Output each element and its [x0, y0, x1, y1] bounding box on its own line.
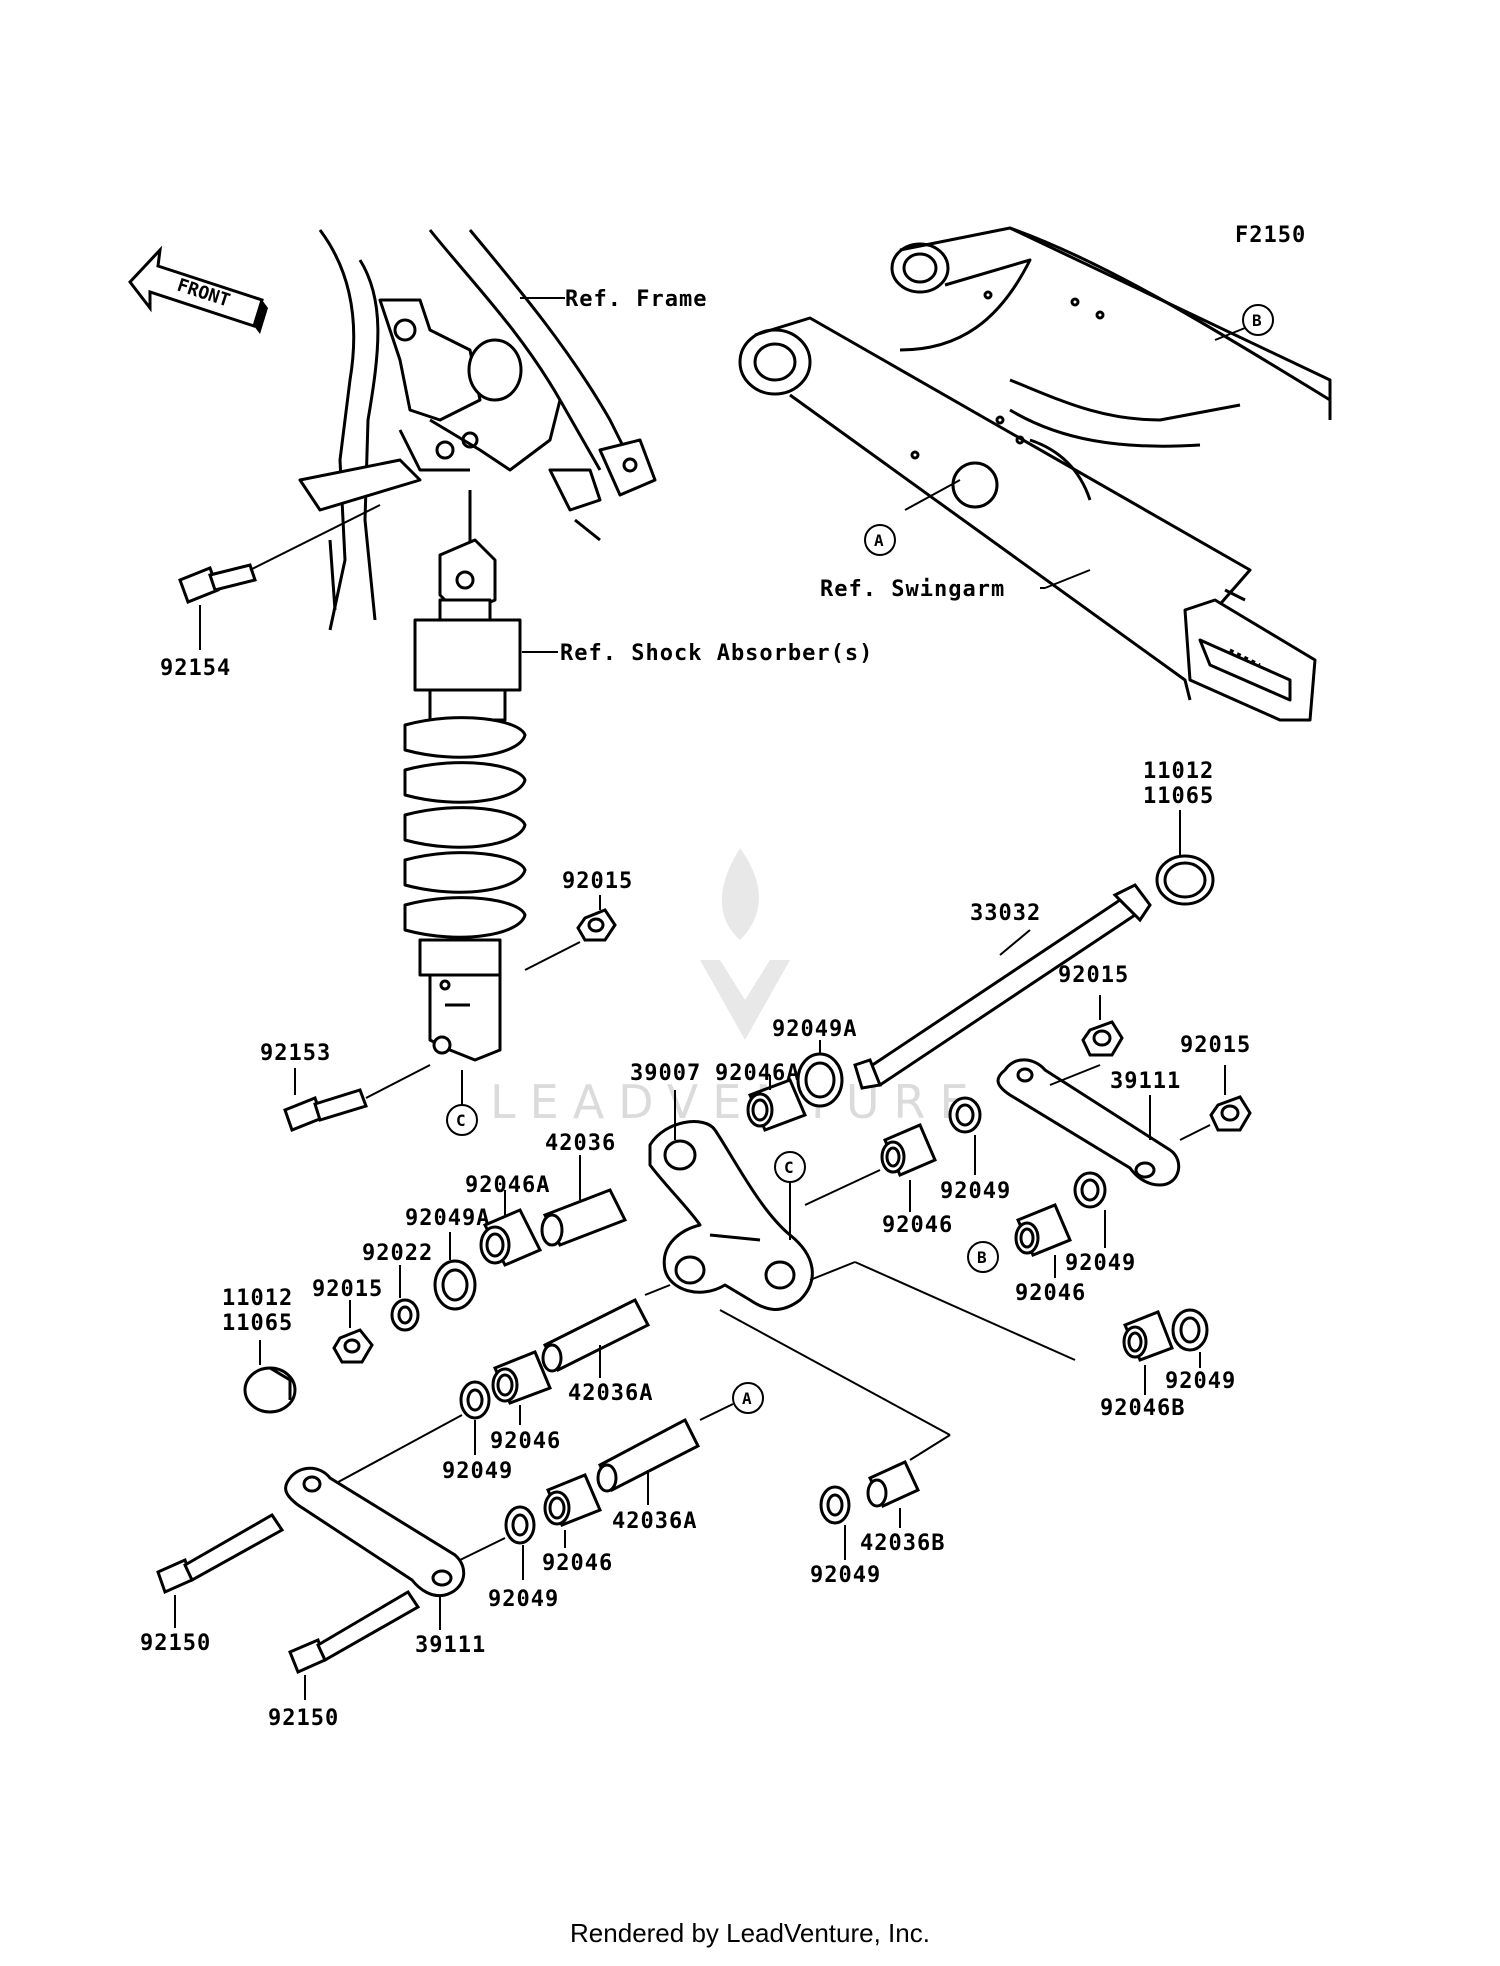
figure-code: F2150: [1235, 223, 1306, 248]
seal-92049A-left-icon: [433, 1259, 477, 1311]
front-arrow-icon: FRONT: [128, 245, 268, 334]
bearing-92046B-icon: [1122, 1310, 1174, 1362]
part-label: 92049: [488, 1587, 559, 1612]
marker-a-label: A: [742, 1389, 752, 1408]
part-label: 92046A: [465, 1173, 550, 1198]
swingarm-drawing: [738, 226, 1332, 722]
marker-a-icon: [864, 524, 896, 556]
bolt-92154-icon: [178, 563, 257, 604]
bearing-92046-low-icon: [543, 1473, 602, 1527]
ref-swingarm-label: Ref. Swingarm: [820, 577, 1005, 602]
marker-b-icon: [967, 1241, 999, 1273]
part-label: 33032: [970, 901, 1041, 926]
part-label: 42036: [545, 1131, 616, 1156]
part-label: 11065: [1143, 784, 1214, 809]
part-label: 42036A: [568, 1381, 653, 1406]
ref-frame-label: Ref. Frame: [565, 287, 707, 312]
marker-b-label: B: [1252, 311, 1262, 330]
collar-42036-icon: [540, 1188, 628, 1247]
part-label: 11012: [222, 1286, 293, 1311]
nut-92015-icon: [576, 908, 617, 942]
part-label: 39007: [630, 1061, 701, 1086]
part-label: 42036A: [612, 1509, 697, 1534]
seal-92049-right-b-icon: [1073, 1171, 1107, 1209]
ref-shock-label: Ref. Shock Absorber(s): [560, 641, 873, 666]
part-label: 92046A: [715, 1061, 800, 1086]
link-39111-right-icon: [996, 1058, 1181, 1187]
part-label: 39111: [415, 1633, 486, 1658]
marker-c-label: C: [456, 1111, 466, 1130]
part-label: 92150: [268, 1706, 339, 1731]
nut-92015-right-a-icon: [1081, 1020, 1124, 1057]
bearing-92046-right-b-icon: [1014, 1203, 1072, 1257]
part-label: 92049: [1065, 1251, 1136, 1276]
part-label: 92015: [312, 1277, 383, 1302]
part-label: 92015: [1058, 963, 1129, 988]
part-label: 92049A: [772, 1017, 857, 1042]
part-label: 92049: [442, 1459, 513, 1484]
part-label: 92154: [160, 656, 231, 681]
nut-92015-right-b-icon: [1209, 1095, 1252, 1132]
seal-92049A-top-icon: [796, 1052, 844, 1108]
link-39111-left-icon: [284, 1466, 466, 1598]
seal-92049-low-icon: [504, 1505, 536, 1545]
nut-92015-left-icon: [332, 1328, 374, 1364]
part-label: 92153: [260, 1041, 331, 1066]
marker-a-icon: [732, 1382, 764, 1414]
cap-11012-top-icon: [1155, 854, 1215, 906]
collar-42036B-icon: [866, 1460, 920, 1508]
part-label: 92022: [362, 1241, 433, 1266]
bearing-92046A-left-icon: [479, 1208, 543, 1267]
washer-92022-icon: [390, 1298, 420, 1332]
shaft-33032-icon: [853, 883, 1152, 1090]
collar-42036A-lower-icon: [596, 1417, 701, 1493]
part-label: 92049: [1165, 1369, 1236, 1394]
part-label: 92015: [1180, 1033, 1251, 1058]
bolt-92150-a-icon: [156, 1513, 285, 1595]
part-label: 11012: [1143, 759, 1214, 784]
rocker-arm-39007-icon: [648, 1120, 814, 1311]
part-label: 92046B: [1100, 1396, 1185, 1421]
part-label: 11065: [222, 1311, 293, 1336]
part-label: 92046: [1015, 1281, 1086, 1306]
seal-92049-mid-icon: [459, 1380, 491, 1420]
part-label: 92046: [542, 1551, 613, 1576]
part-label: 92046: [882, 1213, 953, 1238]
bearing-92046A-top-icon: [746, 1078, 807, 1132]
marker-b-label: B: [977, 1248, 987, 1267]
part-label: 92150: [140, 1631, 211, 1656]
marker-b-icon: [1242, 304, 1274, 336]
part-label: 92049A: [405, 1206, 490, 1231]
bolt-92150-b-icon: [288, 1589, 421, 1675]
seal-92049-right-c-icon: [1171, 1308, 1209, 1352]
seal-92049-bottom-icon: [819, 1485, 851, 1525]
bolt-92153-icon: [283, 1088, 368, 1132]
watermark: LEADVENTURE: [490, 848, 983, 1129]
part-label: 92015: [562, 869, 633, 894]
shock-absorber-drawing: [403, 538, 527, 1062]
bearing-92046-right-icon: [880, 1123, 937, 1177]
part-label: 92049: [940, 1179, 1011, 1204]
part-label: 92046: [490, 1429, 561, 1454]
marker-c-label: C: [784, 1158, 794, 1177]
seal-92049-right-a-icon: [948, 1096, 982, 1134]
part-label: 39111: [1110, 1069, 1181, 1094]
footer-credit: Rendered by LeadVenture, Inc.: [570, 1918, 930, 1948]
watermark-text: LEADVENTURE: [490, 1075, 983, 1129]
marker-a-label: A: [874, 531, 884, 550]
part-label: 42036B: [860, 1531, 945, 1556]
part-label: 92049: [810, 1563, 881, 1588]
frame-drawing: [298, 229, 657, 631]
collar-42036A-upper-icon: [541, 1297, 651, 1373]
bearing-92046-mid-icon: [491, 1350, 552, 1405]
cap-11012-left-icon: [243, 1366, 297, 1414]
